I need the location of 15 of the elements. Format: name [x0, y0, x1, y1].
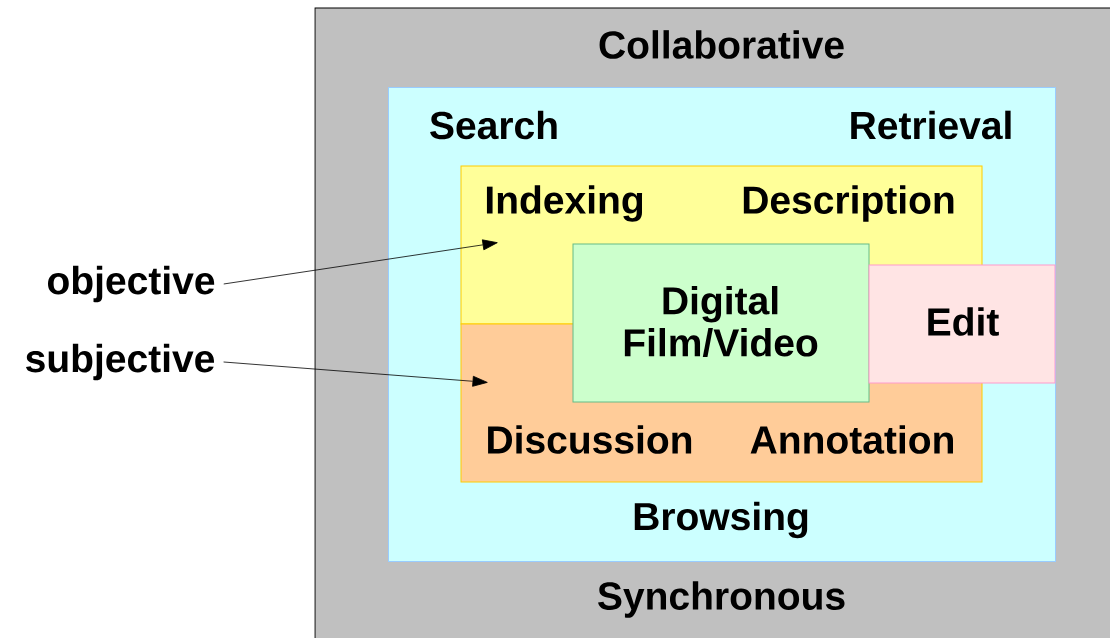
area-label: Synchronous	[598, 581, 845, 618]
area-label: Description	[743, 185, 954, 222]
side-label: objective	[48, 265, 215, 303]
area-label: Discussion	[488, 425, 692, 454]
area-label: Annotation	[750, 425, 953, 454]
area-label: Edit	[928, 307, 999, 336]
arrow	[223, 239, 498, 285]
side-label: subjective	[26, 343, 215, 381]
area-label: Search	[430, 110, 557, 140]
area-label: Digital Film/Video	[624, 286, 818, 357]
arrow	[223, 361, 488, 387]
area-label: Browsing	[634, 501, 808, 539]
area-label: Retrieval	[851, 110, 1011, 140]
area-label: Collaborative	[599, 30, 844, 59]
area-label: Indexing	[486, 185, 643, 222]
